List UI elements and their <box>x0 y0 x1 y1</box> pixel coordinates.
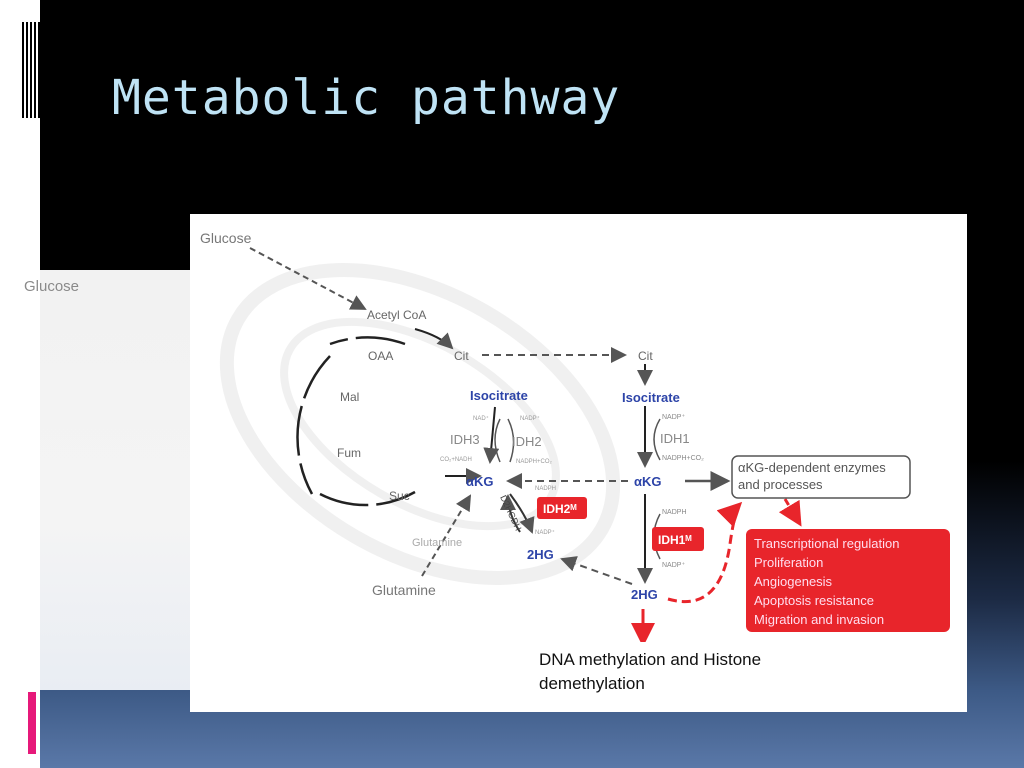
idh2-label: IDH2 <box>512 434 542 449</box>
two-hg-mito-label: 2HG <box>527 547 554 562</box>
cit-cyto-label: Cit <box>638 349 653 363</box>
isocitrate-cyto-label: Isocitrate <box>622 390 680 405</box>
caption-text: DNA methylation and Histone demethylatio… <box>539 650 762 693</box>
glutamine-to-akg-arrow <box>421 494 472 577</box>
faded-glucose-label: Glucose <box>24 278 80 295</box>
isocitrate-to-akg-mito-arrow <box>483 406 500 464</box>
nadp-mito-out-label: NADP⁺ <box>535 529 555 536</box>
2hg-inhibition-red-arrow <box>667 501 743 604</box>
cit-mito-label: Cit <box>454 349 469 363</box>
enzymes-to-effects-red-arrow <box>778 498 802 527</box>
acetylcoa-to-cit-arrow <box>414 328 454 350</box>
suc-label: Suc <box>389 489 410 503</box>
idh1-label: IDH1 <box>660 431 690 446</box>
left-accent-bar <box>0 0 40 768</box>
2hg-exchange-arrow <box>560 556 633 585</box>
nadp-mito-label: NADP⁺ <box>520 415 540 422</box>
idh2-mut-box <box>537 497 587 519</box>
effect-apoptosis: Apoptosis resistance <box>754 593 874 608</box>
tca-cycle-arc <box>296 336 416 507</box>
oaa-label: OAA <box>368 349 393 363</box>
idh1-mut-box <box>652 527 704 551</box>
nadph-co2-cyto-label: NADPH+CO₂ <box>662 455 704 462</box>
pathway-figure: Glucose Acetyl CoA OAA Cit Mal Fum Suc I… <box>190 214 967 712</box>
left-stripes-decoration <box>22 22 40 118</box>
glutamine-mito-label: Glutamine <box>412 537 462 549</box>
co2-nadh-label: CO₂+NADH <box>440 457 472 463</box>
effect-migration: Migration and invasion <box>754 612 884 627</box>
effect-angiogenesis: Angiogenesis <box>754 574 833 589</box>
mitochondrion-outline <box>219 263 621 585</box>
akg-enzymes-line1: αKG-dependent enzymes <box>738 460 886 475</box>
nadph-mito-label: NADPH <box>535 486 556 492</box>
glucose-to-acetylcoa-arrow <box>249 247 367 310</box>
nadp-cyto-out-label: NADP⁺ <box>662 562 685 569</box>
idh2-cofactor-arc <box>507 418 515 463</box>
idh1-cofactor-arc <box>653 418 661 461</box>
akg-cyto-label: αKG <box>634 474 662 489</box>
mal-label: Mal <box>340 390 359 404</box>
effect-transcriptional: Transcriptional regulation <box>754 536 899 551</box>
two-hg-cyto-label: 2HG <box>631 587 658 602</box>
akg-mito-label: αKG <box>466 474 494 489</box>
idh3-cofactor-arc <box>494 418 501 463</box>
caption-box: DNA methylation and Histone demethylatio… <box>529 642 829 704</box>
nadp-cyto-label: NADP⁺ <box>662 414 685 421</box>
acetyl-coa-label: Acetyl CoA <box>367 308 426 322</box>
nadph-cyto-label: NADPH <box>662 509 687 516</box>
idh3-label: IDH3 <box>450 432 480 447</box>
idh1-mut-label: IDH1ᴹ <box>658 533 692 547</box>
faded-background-image <box>40 270 190 690</box>
glucose-label: Glucose <box>200 230 252 246</box>
slide-title: Metabolic pathway <box>112 70 621 126</box>
akg-enzymes-line2: and processes <box>738 477 823 492</box>
akg-enzymes-box <box>731 455 911 499</box>
glutamine-out-label: Glutamine <box>372 582 436 598</box>
isocitrate-mito-label: Isocitrate <box>470 388 528 403</box>
nadph-co2-mito-label: NADPH+CO₂ <box>516 459 553 465</box>
fum-label: Fum <box>337 446 361 460</box>
idh2-mut-label: IDH2ᴹ <box>543 502 577 516</box>
effects-box <box>746 529 950 632</box>
effect-proliferation: Proliferation <box>754 555 823 570</box>
pink-accent-bar <box>28 692 36 754</box>
d2hgdh-arrow <box>500 494 521 533</box>
nad-label: NAD⁺ <box>473 415 489 422</box>
